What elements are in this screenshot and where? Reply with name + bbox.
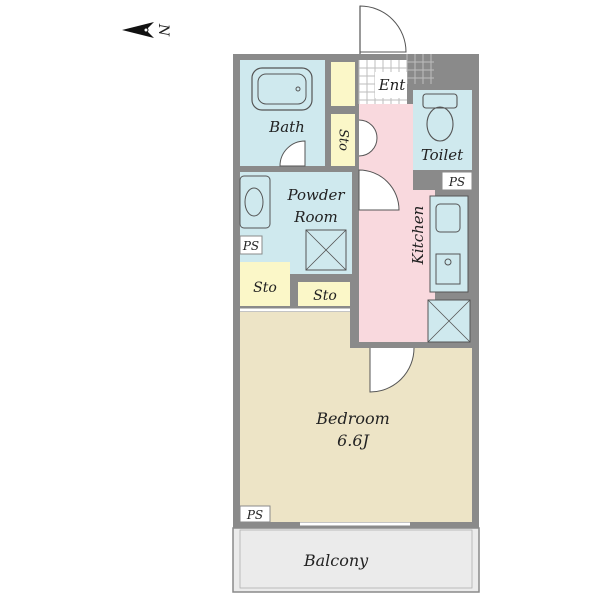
wall-top — [233, 54, 359, 58]
ps-powder-box — [239, 235, 263, 255]
label-toilet: Toilet — [421, 146, 464, 164]
label-powder-line1: Powder — [286, 186, 345, 204]
bathtub-drain-icon — [295, 86, 301, 92]
label-kitchen: Kitchen — [409, 206, 427, 266]
label-storage-left: Sto — [253, 280, 277, 296]
washer-diag-b — [305, 229, 347, 271]
entrance-label-bg — [375, 72, 407, 98]
north-arrow-icon: N — [122, 22, 171, 38]
label-ps-powder: PS — [242, 239, 259, 253]
label-storage-bath: Sto — [336, 129, 351, 151]
label-bath: Bath — [268, 118, 305, 136]
ps-toilet-box — [441, 171, 473, 191]
toilet-tank-icon — [422, 93, 458, 109]
burner-icon — [444, 258, 452, 266]
kitchen-sink-icon — [435, 203, 461, 233]
compass-north-label: N — [155, 23, 171, 37]
door-bedroom-swing — [369, 347, 415, 393]
door-bath-swing — [279, 140, 306, 167]
compass-needle — [122, 22, 154, 38]
label-storage-right: Sto — [313, 288, 337, 304]
label-ps-toilet: PS — [448, 175, 465, 189]
storage-door-swing — [358, 119, 378, 157]
balcony-inner — [239, 529, 473, 589]
label-entrance: Ent — [378, 76, 407, 94]
toilet-bowl-icon — [426, 106, 454, 142]
basin-bowl-icon — [244, 187, 264, 217]
room-storage-right — [298, 282, 350, 306]
room-bedroom — [240, 312, 350, 522]
ps-bedroom-box — [239, 505, 271, 523]
label-ps-bedroom: PS — [246, 508, 263, 522]
label-balcony: Balcony — [303, 551, 369, 570]
room-bath — [240, 60, 325, 166]
door-front-swing — [359, 5, 407, 53]
stove-icon — [435, 253, 461, 285]
label-bedroom-size: 6.6J — [337, 431, 370, 450]
compass-pivot — [143, 27, 149, 33]
washbasin-icon — [239, 175, 271, 229]
fridge-diag-b — [427, 299, 471, 343]
room-storage-left — [240, 262, 290, 306]
label-powder-line2: Room — [293, 208, 338, 226]
door-powder-swing — [358, 169, 400, 211]
label-bedroom: Bedroom — [315, 409, 390, 428]
bathtub-icon — [251, 67, 313, 111]
bathtub-inner — [257, 73, 307, 105]
room-storage-bath — [331, 114, 355, 166]
room-storage-entrance — [331, 62, 355, 106]
